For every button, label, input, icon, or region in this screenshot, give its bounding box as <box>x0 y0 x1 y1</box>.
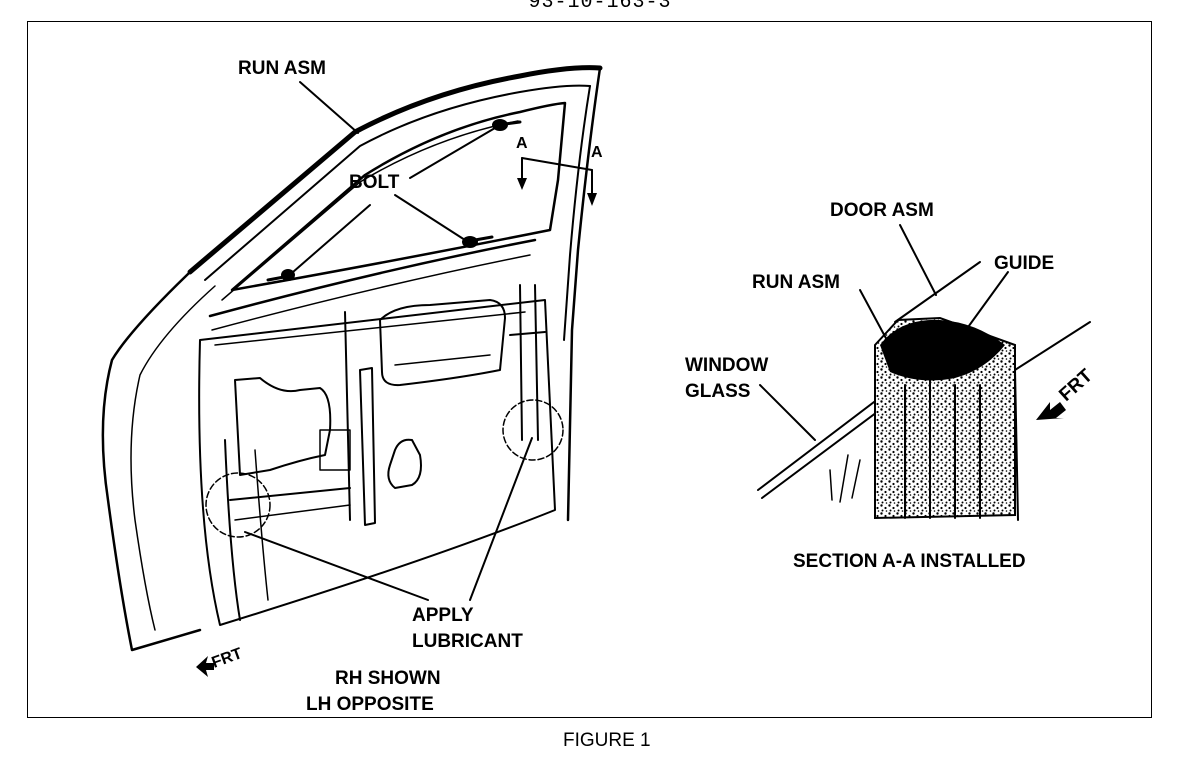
label-frt-right: FRT <box>1055 365 1097 406</box>
label-door-asm: DOOR ASM <box>830 200 934 221</box>
document-id: 93-10-163-3 <box>528 0 672 14</box>
label-run-asm-section: RUN ASM <box>752 272 840 293</box>
label-run-asm: RUN ASM <box>238 58 326 79</box>
label-section-caption: SECTION A-A INSTALLED <box>793 551 1026 572</box>
label-rh-shown: RH SHOWN <box>335 668 441 689</box>
label-guide: GUIDE <box>994 253 1054 274</box>
label-lh-opposite: LH OPPOSITE <box>306 694 434 715</box>
label-frt-left: FRT <box>210 645 245 672</box>
label-apply: APPLY <box>412 605 474 626</box>
label-bolt: BOLT <box>349 172 400 193</box>
label-glass: GLASS <box>685 381 750 402</box>
figure-caption: FIGURE 1 <box>563 730 651 751</box>
bolt-lower <box>266 269 295 282</box>
label-window: WINDOW <box>685 355 768 376</box>
label-section-a-right: A <box>591 144 603 161</box>
bolt-middle <box>462 235 494 248</box>
door-illustration <box>101 65 603 677</box>
label-lubricant: LUBRICANT <box>412 631 523 652</box>
figure-frame <box>27 21 1152 718</box>
label-section-a-left: A <box>516 135 528 152</box>
section-illustration <box>757 224 1091 521</box>
